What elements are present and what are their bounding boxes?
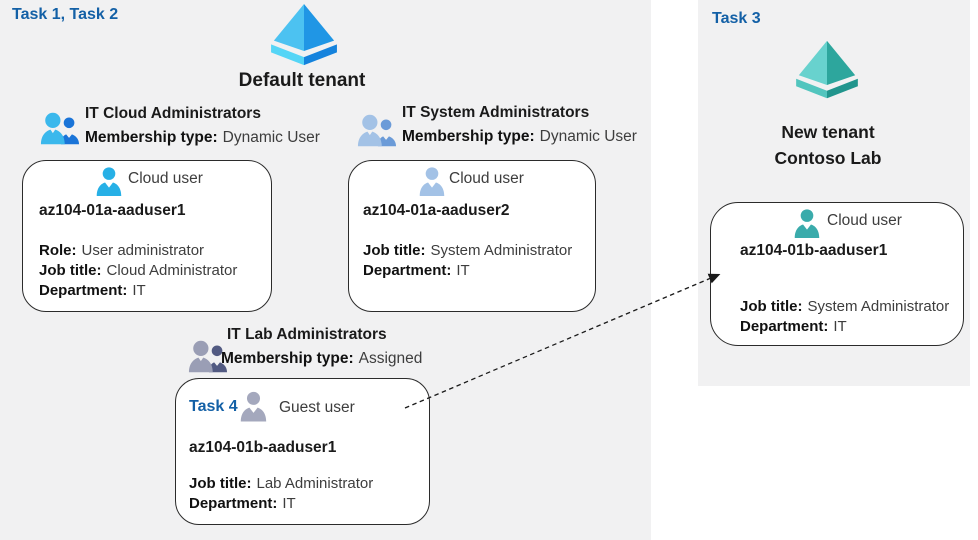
- user-fields: Job title:Lab Administrator Department:I…: [189, 474, 373, 514]
- default-tenant-title: Default tenant: [238, 70, 366, 91]
- membership-label: Membership type:: [402, 128, 535, 145]
- new-tenant-title-line1: New tenant: [781, 122, 875, 142]
- user-type-label: Cloud user: [827, 212, 902, 229]
- field-department: Department:IT: [39, 282, 146, 299]
- user-type-label: Cloud user: [128, 170, 203, 187]
- field-department: Department:IT: [189, 495, 296, 512]
- membership-type-cloud-admins: Membership type:Dynamic User: [85, 129, 320, 147]
- membership-type-system-admins: Membership type:Dynamic User: [402, 128, 637, 146]
- user-type-label: Cloud user: [449, 170, 524, 187]
- group-icon: [357, 114, 397, 147]
- username: az104-01b-aaduser1: [740, 242, 888, 259]
- membership-label: Membership type:: [221, 350, 354, 367]
- guest-user-card: Task 4 Guest user az104-01b-aaduser1 Job…: [175, 378, 430, 525]
- user-fields: Role:User administrator Job title:Cloud …: [39, 241, 237, 301]
- field-role: Role:User administrator: [39, 242, 205, 259]
- username: az104-01a-aaduser1: [39, 202, 186, 219]
- cloud-user-icon: [96, 167, 122, 196]
- user-card-new-tenant: Cloud user az104-01b-aaduser1 Job title:…: [710, 202, 964, 346]
- azure-ad-tenant-icon: [271, 3, 337, 66]
- field-department: Department:IT: [363, 262, 470, 279]
- membership-type-lab-admins: Membership type:Assigned: [221, 350, 422, 368]
- azure-ad-tenant-icon-teal: [796, 40, 858, 99]
- field-job-title: Job title:System Administrator: [363, 242, 573, 259]
- group-name-cloud-admins: IT Cloud Administrators: [85, 105, 261, 122]
- group-name-lab-admins: IT Lab Administrators: [227, 326, 387, 343]
- new-tenant-title-line2: Contoso Lab: [774, 148, 882, 168]
- guest-user-icon: [240, 391, 267, 422]
- group-name-system-admins: IT System Administrators: [402, 104, 590, 121]
- task-4-label: Task 4: [189, 398, 238, 415]
- membership-label: Membership type:: [85, 129, 218, 146]
- membership-value: Dynamic User: [222, 129, 320, 146]
- field-department: Department:IT: [740, 318, 847, 335]
- user-card-aaduser1: Cloud user az104-01a-aaduser1 Role:User …: [22, 160, 272, 312]
- task-1-2-label: Task 1, Task 2: [12, 6, 119, 23]
- field-job-title: Job title:System Administrator: [740, 298, 950, 315]
- membership-value: Dynamic User: [539, 128, 637, 145]
- user-type-label: Guest user: [279, 399, 355, 416]
- field-job-title: Job title:Cloud Administrator: [39, 262, 238, 279]
- field-job-title: Job title:Lab Administrator: [189, 475, 374, 492]
- cloud-user-icon: [419, 167, 445, 196]
- user-fields: Job title:System Administrator Departmen…: [363, 241, 572, 281]
- membership-value: Assigned: [358, 350, 423, 367]
- group-icon: [40, 112, 80, 145]
- username: az104-01a-aaduser2: [363, 202, 510, 219]
- task-3-label: Task 3: [712, 10, 761, 27]
- user-fields: Job title:System Administrator Departmen…: [740, 297, 949, 337]
- cloud-user-icon: [794, 209, 820, 238]
- group-icon: [188, 340, 228, 373]
- username: az104-01b-aaduser1: [189, 439, 337, 456]
- user-card-aaduser2: Cloud user az104-01a-aaduser2 Job title:…: [348, 160, 596, 312]
